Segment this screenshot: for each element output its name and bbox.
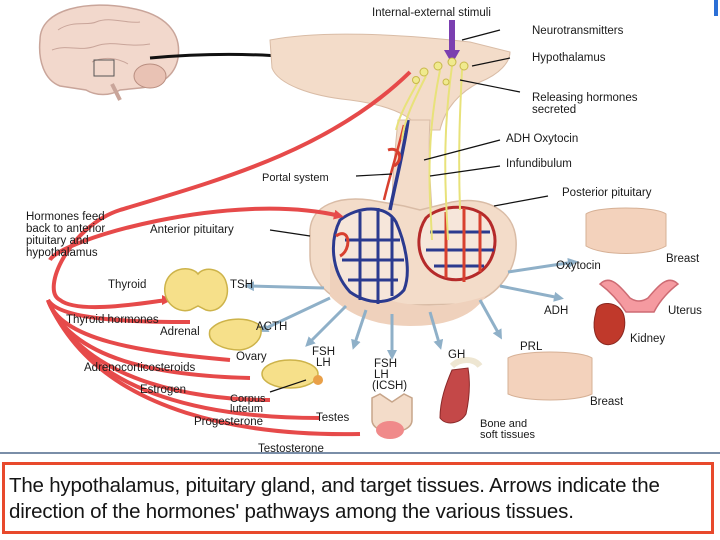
caption-box: The hypothalamus, pituitary gland, and t… bbox=[2, 462, 714, 534]
label-feedback-3: pituitary and bbox=[26, 235, 89, 247]
muscle-tissue bbox=[439, 367, 470, 424]
label-prl: PRL bbox=[520, 341, 543, 353]
label-breast-bottom: Breast bbox=[590, 396, 624, 408]
feedback-pathways bbox=[46, 70, 412, 437]
label-adh-oxytocin: ADH Oxytocin bbox=[506, 133, 578, 145]
label-corpus: Corpus bbox=[230, 393, 266, 405]
label-posterior-pituitary: Posterior pituitary bbox=[562, 187, 652, 199]
label-fsh-1: FSH bbox=[312, 346, 335, 358]
leader-lines bbox=[269, 29, 549, 393]
label-adrenal: Adrenal bbox=[160, 326, 200, 338]
kidney-organ bbox=[593, 303, 626, 346]
label-neurotransmitters: Neurotransmitters bbox=[532, 25, 624, 37]
corpus-luteum-body bbox=[313, 375, 323, 385]
bone-tissue bbox=[449, 357, 483, 369]
hormone-arrows bbox=[244, 257, 578, 360]
label-portal-system: Portal system bbox=[262, 172, 329, 184]
label-bone-2: soft tissues bbox=[480, 429, 536, 441]
label-ovary: Ovary bbox=[236, 351, 267, 363]
label-gh: GH bbox=[448, 349, 465, 361]
label-releasing-1: Releasing hormones bbox=[532, 92, 638, 104]
brain-illustration bbox=[38, 4, 180, 101]
breast-lower-organ bbox=[507, 351, 593, 401]
testes-detail bbox=[376, 421, 404, 439]
portal-vessel-blue bbox=[388, 119, 410, 211]
label-breast-top: Breast bbox=[666, 253, 700, 265]
neuron-cell-bodies bbox=[412, 57, 469, 86]
stimulus-arrowhead bbox=[444, 50, 460, 64]
label-kidney: Kidney bbox=[630, 333, 665, 345]
uterus-organ bbox=[598, 279, 680, 313]
gland-base bbox=[330, 262, 486, 326]
label-stimuli: Internal-external stimuli bbox=[372, 7, 491, 19]
posterior-lobe-vessels bbox=[417, 205, 497, 282]
label-adh: ADH bbox=[544, 305, 568, 317]
adrenal-organ bbox=[208, 318, 262, 351]
ovary-organ bbox=[261, 359, 319, 389]
label-releasing-2: secreted bbox=[532, 104, 576, 116]
label-lh-2: LH bbox=[374, 369, 389, 381]
label-feedback-2: back to anterior bbox=[26, 223, 105, 235]
caption-text: The hypothalamus, pituitary gland, and t… bbox=[9, 474, 660, 523]
breast-upper-organ bbox=[585, 207, 667, 254]
label-testes: Testes bbox=[316, 412, 349, 424]
label-tsh: TSH bbox=[230, 279, 253, 291]
neurosecretory-neurons bbox=[395, 65, 463, 241]
label-feedback-4: hypothalamus bbox=[26, 247, 98, 259]
hormone-pathway-diagram: Internal-external stimuli Neurotransmitt… bbox=[26, 4, 702, 455]
corner-marker bbox=[714, 0, 718, 16]
label-uterus: Uterus bbox=[668, 305, 702, 317]
anterior-lobe-vessels bbox=[331, 207, 409, 304]
label-oxytocin: Oxytocin bbox=[556, 260, 601, 272]
label-thyroid-hormones: Thyroid hormones bbox=[66, 314, 159, 326]
divider-line bbox=[0, 452, 720, 454]
label-anterior-pituitary: Anterior pituitary bbox=[150, 224, 234, 236]
hypothalamus-tissue bbox=[269, 33, 511, 131]
label-estrogen: Estrogen bbox=[140, 384, 186, 396]
label-thyroid: Thyroid bbox=[108, 279, 146, 291]
thyroid-organ bbox=[163, 268, 229, 312]
label-bone-1: Bone and bbox=[480, 418, 527, 430]
label-adrenocorticosteroids: Adrenocorticosteroids bbox=[84, 362, 195, 374]
label-fsh-2: FSH bbox=[374, 358, 397, 370]
label-acth: ACTH bbox=[256, 321, 287, 333]
portal-vessel-loop bbox=[387, 147, 402, 168]
label-feedback-1: Hormones feed bbox=[26, 211, 105, 223]
label-lh-1: LH bbox=[316, 357, 331, 369]
testes-organ bbox=[371, 393, 413, 433]
label-progesterone: Progesterone bbox=[194, 416, 263, 428]
label-luteum: luteum bbox=[230, 403, 263, 415]
label-hypothalamus: Hypothalamus bbox=[532, 52, 606, 64]
label-icsh: (ICSH) bbox=[372, 380, 407, 392]
label-infundibulum: Infundibulum bbox=[506, 158, 572, 170]
